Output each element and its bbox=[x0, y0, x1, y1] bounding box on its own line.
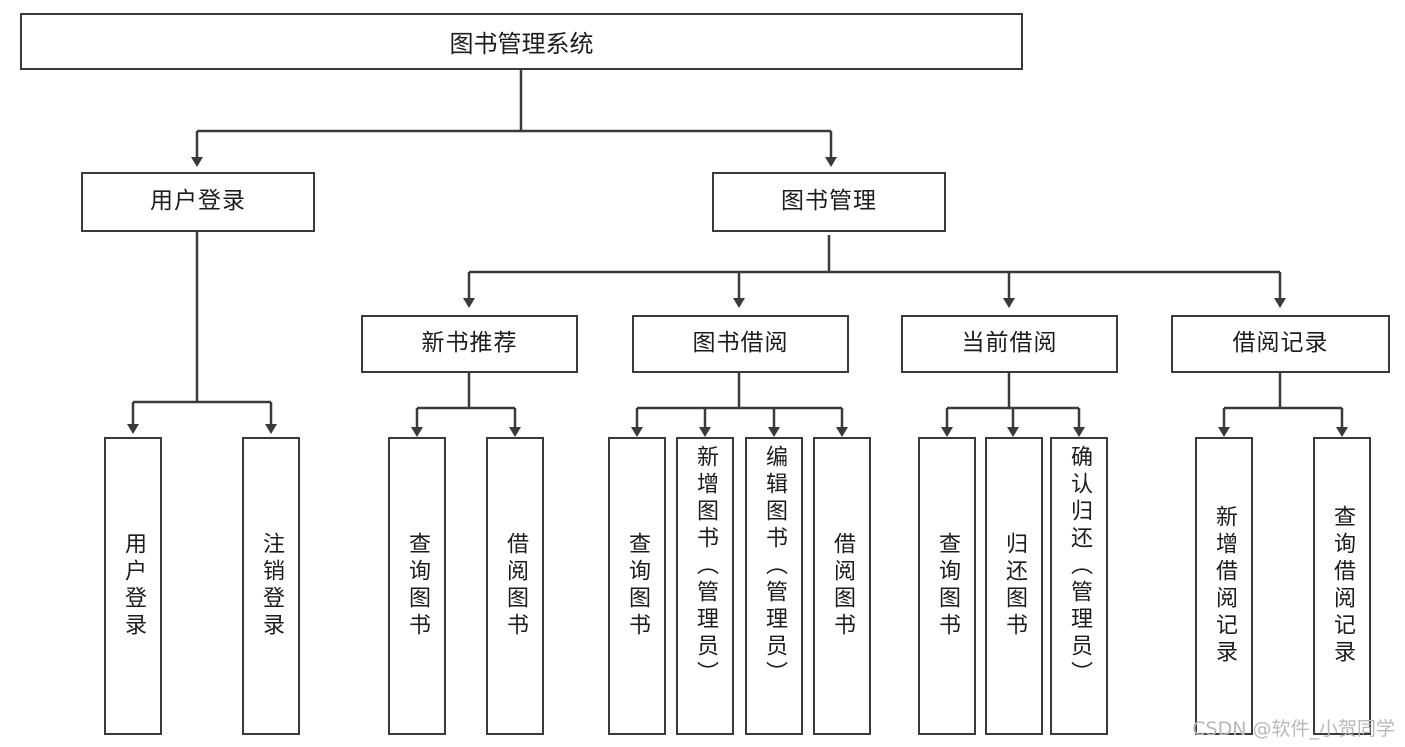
leaf-record-query-record[interactable]: 查询借阅记录 bbox=[1313, 437, 1371, 735]
leaf-user-login[interactable]: 用户登录 bbox=[104, 437, 162, 735]
leaf-label: 查询图书 bbox=[935, 532, 960, 640]
leaf-recommend-query-book[interactable]: 查询图书 bbox=[388, 437, 446, 735]
leaf-borrow-query-book[interactable]: 查询图书 bbox=[608, 437, 666, 735]
leaf-recommend-borrow-book[interactable]: 借阅图书 bbox=[486, 437, 544, 735]
leaf-label: 借阅图书 bbox=[830, 532, 855, 640]
leaf-label: 新增图书（管理员） bbox=[693, 445, 718, 688]
leaf-label: 用户登录 bbox=[121, 532, 146, 640]
node-borrowing-record[interactable]: 借阅记录 bbox=[1171, 315, 1390, 373]
leaf-current-confirm-return[interactable]: 确认归还（管理员） bbox=[1050, 437, 1108, 735]
leaf-label: 借阅图书 bbox=[503, 532, 528, 640]
node-root-book-management-system[interactable]: 图书管理系统 bbox=[20, 13, 1023, 70]
leaf-borrow-edit-book[interactable]: 编辑图书（管理员） bbox=[745, 437, 803, 735]
csdn-watermark: CSDN @软件_小贺同学 bbox=[1192, 718, 1395, 740]
leaf-borrow-add-book[interactable]: 新增图书（管理员） bbox=[676, 437, 734, 735]
node-book-borrowing[interactable]: 图书借阅 bbox=[632, 315, 849, 373]
leaf-label: 确认归还（管理员） bbox=[1067, 445, 1092, 688]
leaf-label: 新增借阅记录 bbox=[1212, 505, 1237, 667]
leaf-label: 查询图书 bbox=[405, 532, 430, 640]
leaf-user-logout[interactable]: 注销登录 bbox=[242, 437, 300, 735]
node-user-login[interactable]: 用户登录 bbox=[81, 172, 315, 232]
leaf-current-query-book[interactable]: 查询图书 bbox=[918, 437, 976, 735]
node-new-book-recommendation[interactable]: 新书推荐 bbox=[361, 315, 578, 373]
leaf-record-add-record[interactable]: 新增借阅记录 bbox=[1195, 437, 1253, 735]
node-current-borrowing[interactable]: 当前借阅 bbox=[901, 315, 1118, 373]
leaf-label: 编辑图书（管理员） bbox=[762, 445, 787, 688]
leaf-label: 注销登录 bbox=[259, 532, 284, 640]
leaf-label: 查询图书 bbox=[625, 532, 650, 640]
leaf-label: 查询借阅记录 bbox=[1330, 505, 1355, 667]
leaf-current-return-book[interactable]: 归还图书 bbox=[985, 437, 1043, 735]
leaf-label: 归还图书 bbox=[1002, 532, 1027, 640]
node-book-management[interactable]: 图书管理 bbox=[712, 172, 946, 232]
leaf-borrow-borrow-book[interactable]: 借阅图书 bbox=[813, 437, 871, 735]
